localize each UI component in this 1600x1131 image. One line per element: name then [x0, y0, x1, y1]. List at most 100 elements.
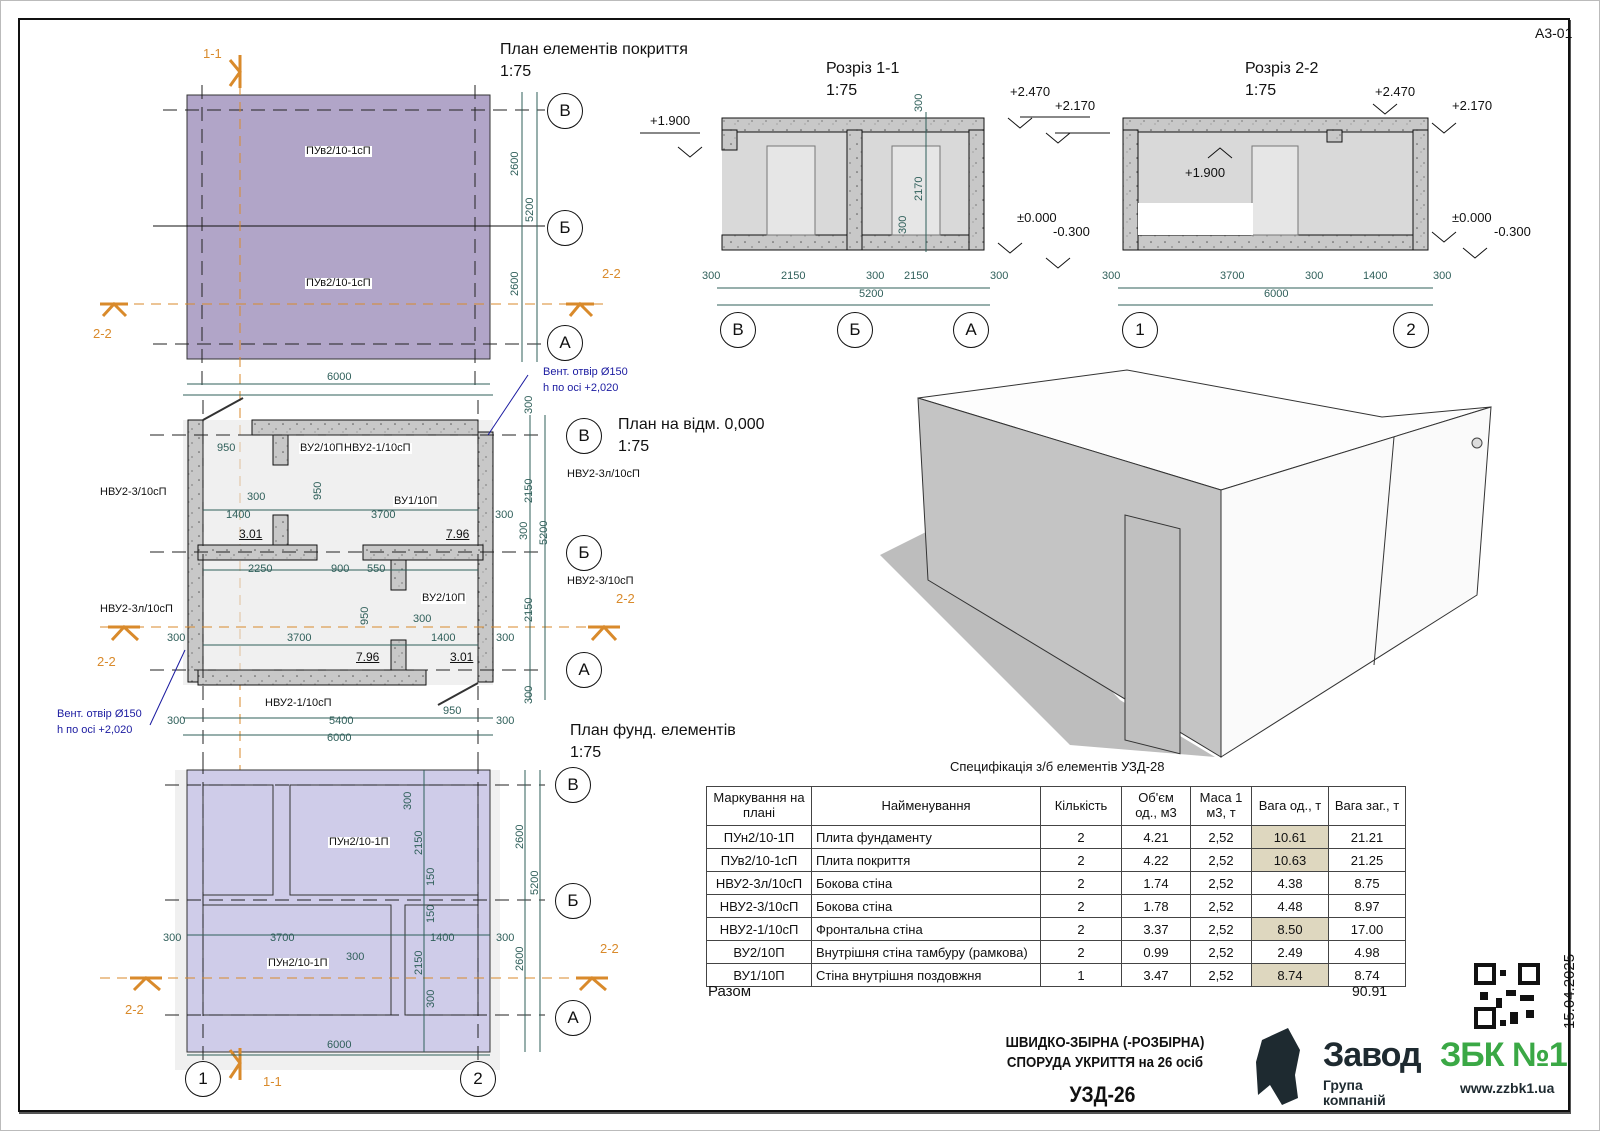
s1-level-2470: +2.470: [1010, 84, 1051, 99]
found-axis-a: А: [555, 1000, 591, 1036]
spec-cell-total-weight: 8.97: [1328, 894, 1406, 918]
roof-plate-label-2: ПУв2/10-1сП: [305, 277, 372, 289]
spec-cell-name: Стіна внутрішня поздовжня: [811, 963, 1041, 987]
s1-axis-a: А: [953, 312, 989, 348]
spec-header-name: Найменування: [811, 786, 1041, 826]
s2-level-2470: +2.470: [1375, 84, 1416, 99]
spec-table: Маркування на плані Найменування Кількіс…: [706, 786, 1406, 987]
floor-dim-right-2150b: 2150: [523, 597, 535, 622]
roof-plan: [100, 55, 610, 1060]
found-dim-h300b: 300: [346, 951, 365, 963]
found-dim-3700: 3700: [270, 932, 295, 944]
room-area-3: 7.96: [356, 650, 380, 664]
floor-cut-2-2-left: 2-2: [97, 654, 116, 669]
floor-dim-300a: 300: [247, 491, 266, 503]
spec-cell-qty: 2: [1040, 940, 1122, 964]
found-dim-upper: 2600: [514, 824, 526, 849]
foundation-plate: [186, 769, 491, 1053]
floor-dim-3700a: 3700: [371, 509, 396, 521]
floor-plan-scale: 1:75: [618, 438, 650, 455]
s2-axis-1: 1: [1122, 312, 1158, 348]
spec-cell-mark: НВУ2-3л/10сП: [706, 871, 812, 895]
spec-cell-vol: 0.99: [1121, 940, 1191, 964]
vent-note-bottom-line2: h по осі +2,020: [57, 724, 133, 736]
wall-label-longitudinal: ВУ1/10П: [393, 495, 439, 507]
s2-dim-total: 6000: [1264, 288, 1289, 300]
roof-axis-a: А: [547, 325, 583, 361]
wall-front-top: [251, 419, 479, 436]
project-code: УЗД-26: [1069, 1082, 1136, 1107]
spec-cell-unit-weight: 4.38: [1251, 871, 1329, 895]
s2-axis-2: 2: [1393, 312, 1429, 348]
section-1-title: Розріз 1-1: [826, 60, 900, 77]
brand-name-part1: Завод: [1323, 1036, 1422, 1074]
section-2-title: Розріз 2-2: [1245, 60, 1319, 77]
floor-plan-title: План на відм. 0,000: [618, 416, 765, 433]
floor-dim-bottom-300a: 300: [167, 715, 186, 727]
spec-cell-dens: 2,52: [1190, 963, 1252, 987]
wall-longitudinal-left: [197, 544, 318, 561]
s2-dim-3700: 3700: [1220, 270, 1245, 282]
spec-cell-dens: 2,52: [1190, 825, 1252, 849]
found-dim-2150a: 2150: [413, 830, 425, 855]
floor-axis-b: Б: [566, 535, 602, 571]
spec-cell-total-weight: 21.21: [1328, 825, 1406, 849]
room-area-2: 7.96: [446, 527, 470, 541]
project-title: ШВИДКО-ЗБІРНА (-РОЗБІРНА) СПОРУДА УКРИТТ…: [999, 1033, 1210, 1072]
vent-note-bottom-line1: Вент. отвір Ø150: [57, 708, 142, 720]
roof-axis-v: В: [547, 93, 583, 129]
spec-cell-name: Плита покриття: [811, 848, 1041, 872]
spec-cell-name: Бокова стіна: [811, 871, 1041, 895]
spec-cell-unit-weight: 2.49: [1251, 940, 1329, 964]
wall-label-left-bottom: НВУ2-3л/10сП: [99, 603, 174, 615]
wall-label-left-top: НВУ2-3/10сП: [99, 486, 168, 498]
wall-label-right-bottom: НВУ2-3/10сП: [566, 575, 635, 587]
wall-label-front-top: НВУ2-1/10сП: [343, 442, 412, 454]
brand-name-part2: ЗБК №1: [1440, 1036, 1568, 1074]
roof-cut-2-2-right: 2-2: [602, 266, 621, 281]
found-dim-width: 6000: [327, 1039, 352, 1051]
floor-dim-1400a: 1400: [226, 509, 251, 521]
s1-dim-h300b: 300: [866, 270, 885, 282]
spec-cell-unit-weight: 10.63: [1251, 848, 1329, 872]
found-cut-2-2-right: 2-2: [600, 941, 619, 956]
spec-cell-qty: 2: [1040, 871, 1122, 895]
floor-axis-v: В: [566, 418, 602, 454]
floor-dim-300d: 300: [413, 613, 432, 625]
spec-cell-total-weight: 8.75: [1328, 871, 1406, 895]
spec-cell-mark: ПУн2/10-1П: [706, 825, 812, 849]
s1-dim-2150b: 2150: [904, 270, 929, 282]
s1-level-2170: +2.170: [1055, 98, 1096, 113]
spec-total-value: 90.91: [1352, 983, 1388, 999]
spec-cell-unit-weight: 8.50: [1251, 917, 1329, 941]
foundation-plan-title: План фунд. елементів: [570, 722, 736, 739]
roof-dim-lower: 2600: [509, 271, 521, 296]
spec-header-dens: Маса 1 м3, т: [1190, 786, 1252, 826]
brand-url[interactable]: www.zzbk1.ua: [1460, 1080, 1555, 1096]
brand-logo-mark: [1256, 1028, 1300, 1105]
s1-axis-v: В: [720, 312, 756, 348]
spec-total-label: Разом: [708, 983, 752, 1000]
roof-dim-upper: 2600: [509, 151, 521, 176]
s1-dim-v300b: 300: [897, 215, 909, 234]
isometric-view: [880, 369, 1492, 758]
spec-cell-vol: 1.74: [1121, 871, 1191, 895]
spec-cell-mark: НВУ2-1/10сП: [706, 917, 812, 941]
s1-dim-h300a: 300: [702, 270, 721, 282]
found-dim-300b: 300: [425, 989, 437, 1008]
s2-level-1900: +1.900: [1185, 165, 1226, 180]
spec-cell-dens: 2,52: [1190, 871, 1252, 895]
s1-axis-b: Б: [837, 312, 873, 348]
floor-dim-550: 550: [367, 563, 386, 575]
vent-note-top-line1: Вент. отвір Ø150: [543, 366, 628, 378]
s2-dim-h300c: 300: [1433, 270, 1452, 282]
s2-dim-1400: 1400: [1363, 270, 1388, 282]
project-title-line2: СПОРУДА УКРИТТЯ на 26 осіб: [1006, 1053, 1204, 1071]
s2-level-2170: +2.170: [1452, 98, 1493, 113]
wall-label-front-bottom: НВУ2-1/10сП: [264, 697, 333, 709]
